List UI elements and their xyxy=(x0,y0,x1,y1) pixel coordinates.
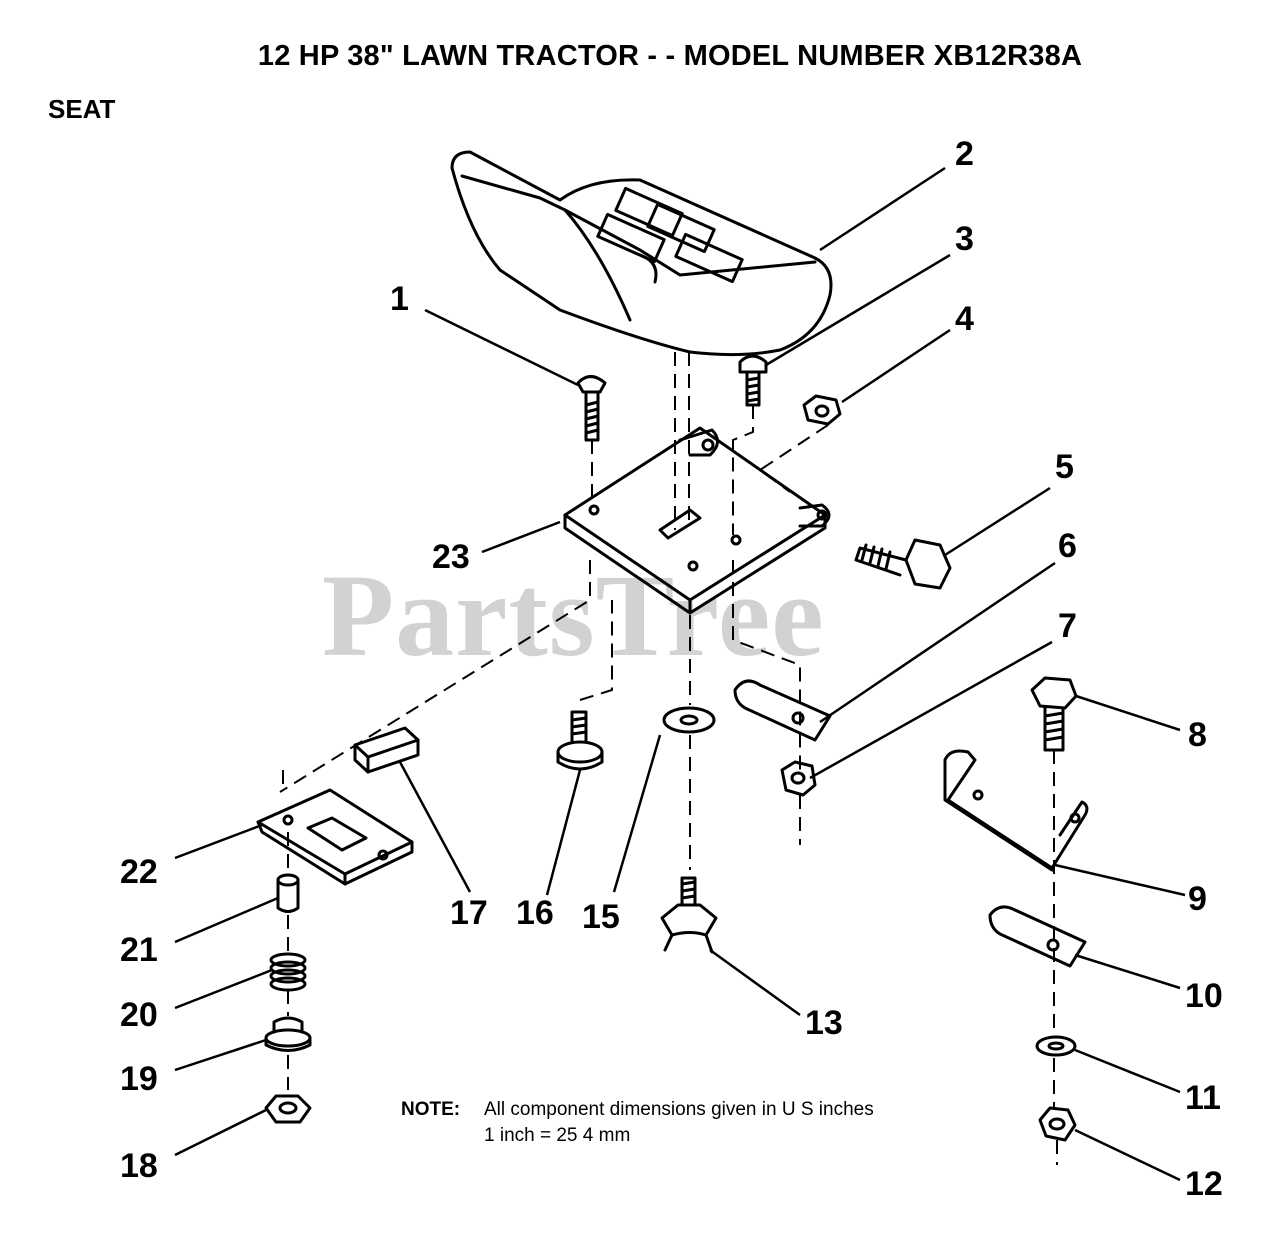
callout-16: 16 xyxy=(516,894,554,932)
washer-part-2 xyxy=(662,706,716,734)
shoulder-bolt-part xyxy=(556,710,604,771)
callout-17: 17 xyxy=(450,894,488,932)
callout-10: 10 xyxy=(1185,977,1223,1015)
callout-2: 2 xyxy=(955,135,974,173)
hex-bolt-part xyxy=(854,538,952,590)
callout-11: 11 xyxy=(1185,1079,1221,1117)
note-line-1: All component dimensions given in U S in… xyxy=(484,1099,874,1120)
screw-part xyxy=(738,354,768,407)
seat-pan-part xyxy=(563,426,831,615)
page-title: 12 HP 38" LAWN TRACTOR - - MODEL NUMBER … xyxy=(257,40,1083,72)
lock-nut-part-2 xyxy=(1038,1106,1077,1142)
lock-nut-part xyxy=(780,760,817,797)
seat-part xyxy=(450,150,833,357)
washer-part xyxy=(1035,1035,1077,1057)
callout-9: 9 xyxy=(1188,880,1207,918)
watermark: PartsTree xyxy=(322,550,825,681)
carriage-bolt-part xyxy=(576,375,607,442)
clip-part xyxy=(733,679,832,742)
callout-4: 4 xyxy=(955,300,974,338)
note-label: NOTE: xyxy=(401,1099,461,1120)
callout-21: 21 xyxy=(120,931,158,969)
leader-lines xyxy=(174,166,1186,1182)
callout-23: 23 xyxy=(432,538,470,576)
clip-part-2 xyxy=(988,905,1087,968)
assembly-lines xyxy=(279,352,1058,1165)
slide-plate-part xyxy=(256,788,414,886)
callout-19: 19 xyxy=(120,1060,158,1098)
callout-labels: 1 2 3 4 5 6 7 8 9 10 11 12 13 15 16 17 1… xyxy=(120,135,1223,1203)
callout-1: 1 xyxy=(390,280,409,318)
nut-part xyxy=(802,394,842,426)
bushing-part xyxy=(264,1016,312,1052)
pin-part xyxy=(276,873,300,913)
spring-part xyxy=(269,952,307,992)
callout-22: 22 xyxy=(120,853,158,891)
callout-12: 12 xyxy=(1185,1165,1223,1203)
callout-3: 3 xyxy=(955,220,974,258)
callout-5: 5 xyxy=(1055,448,1074,486)
knob-part xyxy=(660,876,718,954)
callout-15: 15 xyxy=(582,898,620,936)
flange-nut-part xyxy=(264,1094,312,1124)
callout-20: 20 xyxy=(120,996,158,1034)
callout-6: 6 xyxy=(1058,527,1077,565)
callout-7: 7 xyxy=(1058,607,1077,645)
callout-8: 8 xyxy=(1188,716,1207,754)
callout-18: 18 xyxy=(120,1147,158,1185)
section-title: SEAT xyxy=(48,94,116,124)
note-line-2: 1 inch = 25 4 mm xyxy=(484,1125,631,1146)
block-part xyxy=(353,726,420,774)
callout-13: 13 xyxy=(805,1004,843,1042)
bolt-part xyxy=(1030,676,1078,752)
bracket-part xyxy=(943,749,1089,872)
